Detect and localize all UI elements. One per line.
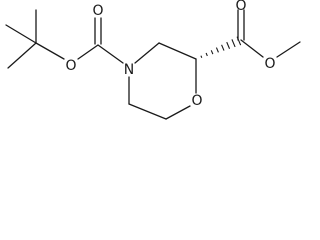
atom-ester-carbonyl-oxygen: O	[235, 0, 246, 14]
wedge-hash-line	[226, 41, 231, 49]
atom-boc-carbonyl-oxygen: O	[92, 3, 103, 19]
wedge-hash-line	[231, 39, 236, 48]
boc-carbamate	[77, 17, 124, 64]
bond-tbu-methyl-left	[5, 24, 37, 44]
bond-tbu-to-oxygen	[35, 42, 65, 60]
tert-butyl-group	[5, 9, 65, 69]
wedge-hash-line	[221, 44, 225, 51]
bond-tbu-methyl-bottom	[7, 42, 37, 69]
atom-labels: O O N O O O	[65, 0, 275, 109]
bond-oxygen-to-boc-carbon	[77, 44, 99, 60]
bond-c6-to-c5	[128, 103, 167, 120]
wedge-hash-line	[200, 55, 203, 58]
stereo-hashed-wedge	[200, 36, 242, 58]
bond-o1-to-c6	[165, 105, 191, 120]
bond-boc-carbon-to-nitrogen	[97, 44, 124, 64]
atom-ester-oxygen: O	[264, 56, 275, 72]
morpholine-ring	[128, 42, 197, 120]
wedge-hash-line	[210, 50, 214, 55]
bond-n-to-c3	[134, 42, 160, 64]
wedge-hash-line	[215, 47, 219, 53]
methyl-ester	[237, 9, 301, 58]
wedge-hash-line	[205, 52, 208, 57]
atom-ring-nitrogen: N	[124, 62, 134, 78]
bond-c3-to-c2	[158, 42, 197, 60]
atom-ring-oxygen: O	[191, 93, 202, 109]
atom-boc-ester-oxygen: O	[65, 58, 76, 74]
bond-oxygen-to-methyl	[276, 41, 301, 58]
bond-ester-carbon-to-oxygen	[240, 39, 264, 58]
molecule-structure: O O N O O O	[5, 0, 301, 120]
